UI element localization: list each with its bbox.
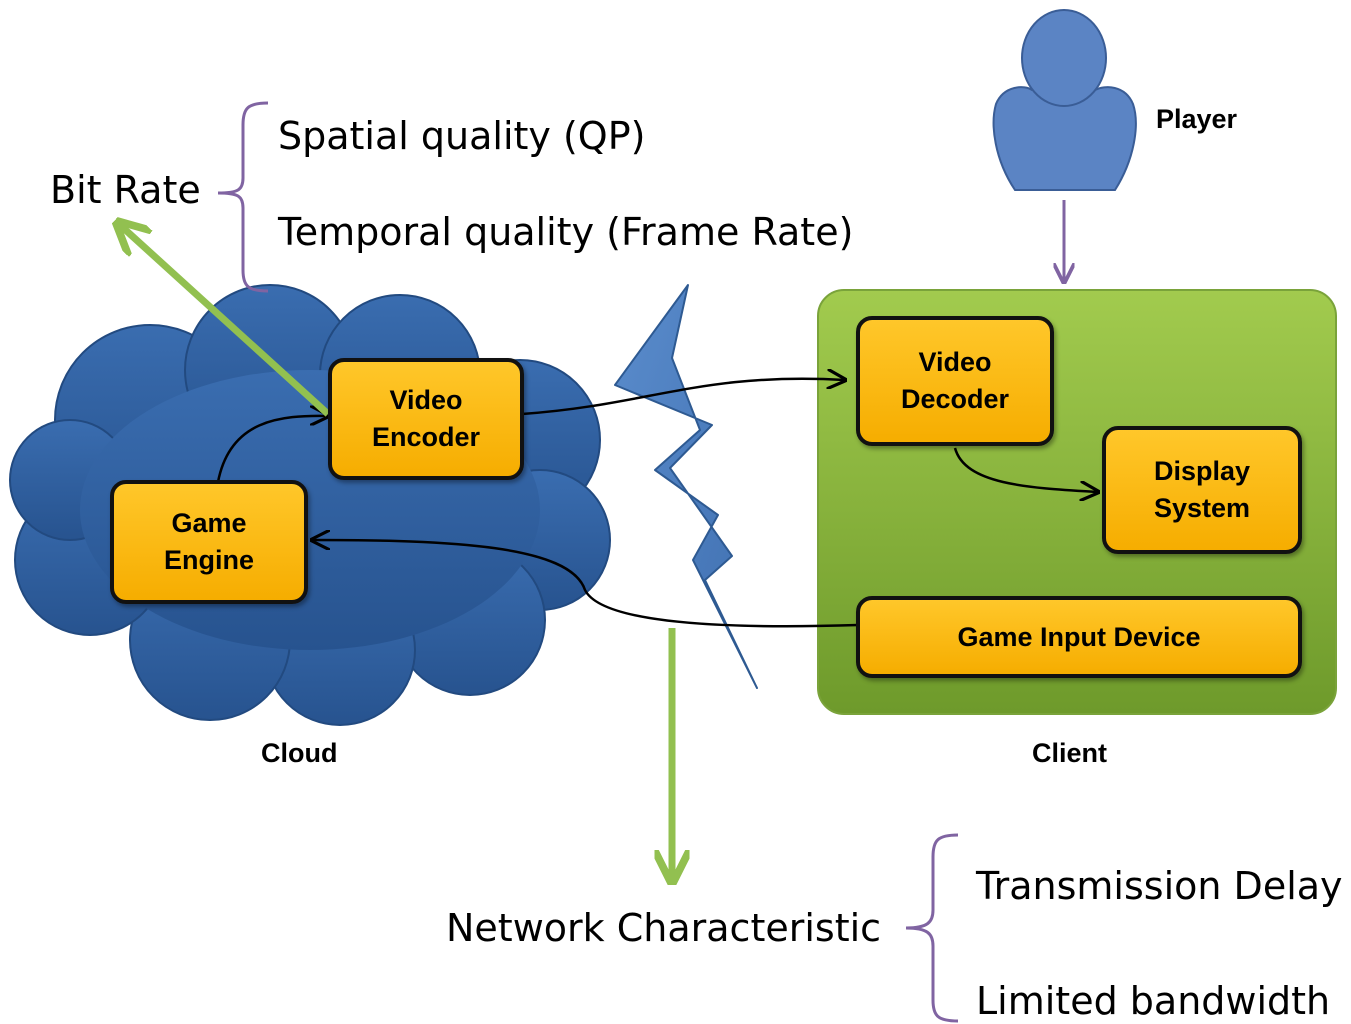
game-engine-label: Game Engine (163, 508, 254, 575)
engine-to-encoder-arrow (216, 416, 328, 483)
network-bracket (905, 833, 959, 1023)
video-encoder-box[interactable]: Video Encoder (328, 358, 524, 480)
transmission-delay-label: Transmission Delay (976, 864, 1343, 908)
player-label: Player (1156, 104, 1238, 134)
player-icon (992, 9, 1137, 191)
game-engine-box[interactable]: Game Engine (110, 480, 308, 604)
spatial-quality-label: Spatial quality (QP) (278, 114, 646, 158)
display-system-box[interactable]: Display System (1102, 426, 1302, 554)
video-encoder-label: Video Encoder (371, 385, 481, 452)
encoder-to-decoder-arrow (521, 379, 845, 416)
game-input-device-label: Game Input Device (957, 621, 1201, 652)
decoder-to-display-arrow (953, 447, 1098, 492)
bit-rate-bracket (217, 101, 269, 293)
bit-rate-arrow (120, 225, 331, 417)
lightning-bolt-icon (614, 284, 758, 689)
cloud-label: Cloud (261, 738, 338, 768)
network-characteristic-label: Network Characteristic (446, 906, 882, 950)
game-input-device-box[interactable]: Game Input Device (856, 596, 1302, 678)
video-decoder-label: Video Decoder (900, 347, 1010, 414)
video-decoder-box[interactable]: Video Decoder (856, 316, 1054, 446)
temporal-quality-label: Temporal quality (Frame Rate) (278, 210, 854, 254)
limited-bandwidth-label: Limited bandwidth (976, 979, 1331, 1023)
input-to-engine-arrow (312, 540, 859, 628)
client-label: Client (1032, 738, 1108, 768)
display-system-label: Display System (1153, 456, 1251, 523)
bit-rate-label: Bit Rate (50, 168, 201, 212)
